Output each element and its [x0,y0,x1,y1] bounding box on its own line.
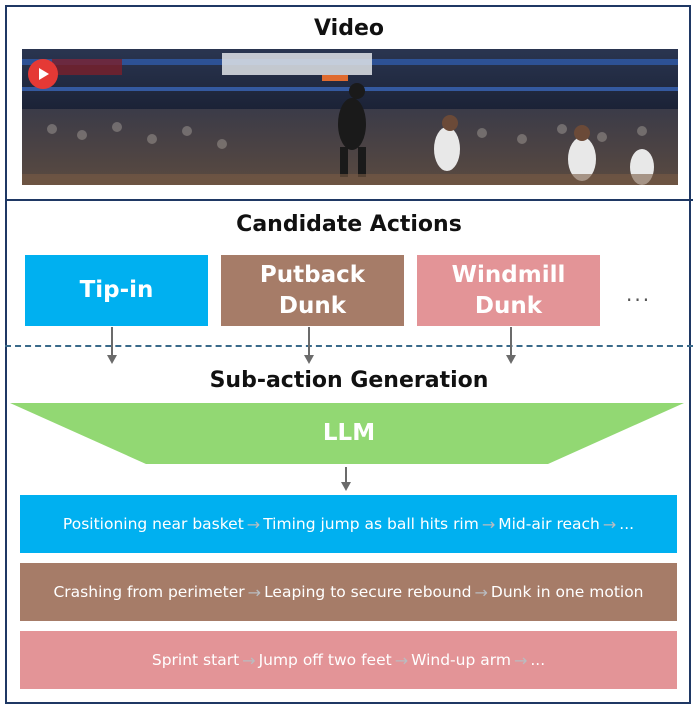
video-frame[interactable] [22,49,678,185]
candidate-putback-dunk: Putback Dunk [221,255,404,326]
sub-action-step: Timing jump as ball hits rim [263,515,479,533]
sub-action-row-tip-in: Positioning near basket → Timing jump as… [20,495,677,553]
more-candidates-ellipsis: ... [626,282,652,306]
candidate-label: Tip-in [79,277,154,303]
sub-action-row-putback-dunk: Crashing from perimeter → Leaping to sec… [20,563,677,621]
candidate-actions-title: Candidate Actions [236,212,462,237]
sub-action-step: ... [530,651,546,669]
video-title: Video [314,16,384,41]
step-arrow-icon: → [481,514,496,534]
candidate-label-line2: Dunk [474,292,543,319]
candidate-windmill-dunk: Windmill Dunk [417,255,600,326]
candidate-tip-in: Tip-in [25,255,208,326]
candidate-label-line2: Dunk [278,292,347,319]
candidate-label-line1: Windmill [451,261,566,288]
step-arrow-icon: → [602,514,617,534]
sub-action-step: Positioning near basket [62,515,244,533]
sub-action-step: Leaping to secure rebound [264,583,472,601]
down-arrow-icon [304,327,314,364]
sub-action-generation-title: Sub-action Generation [209,368,489,393]
sub-action-step: Mid-air reach [498,515,600,533]
step-arrow-icon: → [474,582,488,602]
llm-label: LLM [322,420,376,446]
step-arrow-icon: → [242,650,256,670]
section-divider [5,199,693,201]
sub-action-step: Sprint start [151,651,240,669]
down-arrow-icon [107,327,117,364]
step-arrow-icon: → [246,514,261,534]
sub-action-step: Dunk in one motion [490,583,644,601]
figure-frame [5,5,691,704]
sub-action-step: Wind-up arm [411,651,511,669]
step-arrow-icon: → [513,650,528,670]
sub-action-step: Crashing from perimeter [53,583,245,601]
candidate-label-line1: Putback [259,261,366,288]
video-still [22,49,678,185]
down-arrow-icon [506,327,516,364]
dashed-separator [5,345,693,347]
play-icon[interactable] [28,59,58,89]
sub-action-row-windmill-dunk: Sprint start → Jump off two feet → Wind-… [20,631,677,689]
sub-action-step: ... [619,515,635,533]
step-arrow-icon: → [394,650,409,670]
sub-action-step: Jump off two feet [258,651,392,669]
down-arrow-icon [341,467,351,491]
step-arrow-icon: → [247,582,262,602]
llm-funnel [10,403,684,464]
